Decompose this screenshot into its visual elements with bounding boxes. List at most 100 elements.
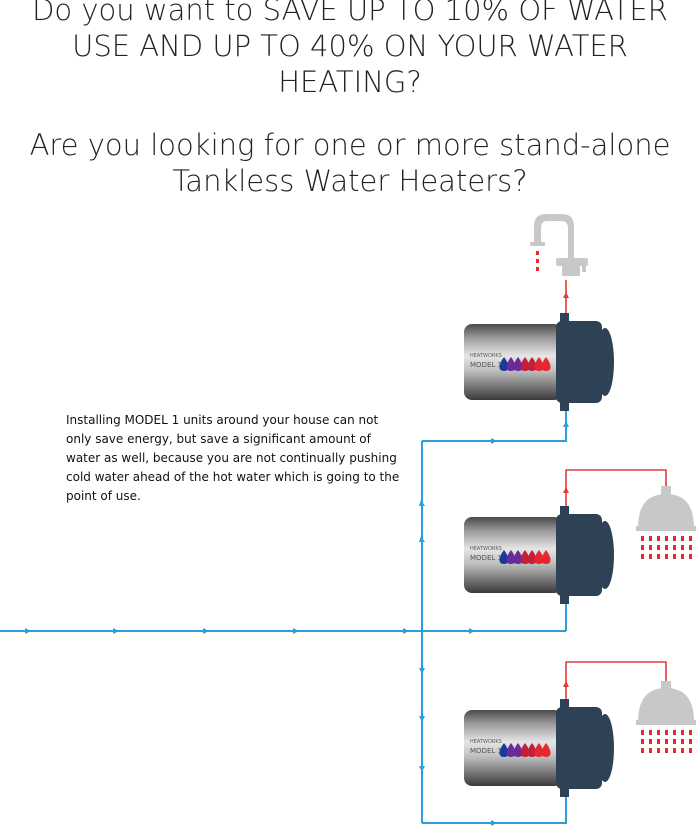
heat-drop	[499, 357, 509, 371]
flow-arrow	[203, 628, 209, 634]
flow-arrow	[563, 421, 569, 427]
water-drop	[641, 545, 644, 550]
flow-arrow	[113, 628, 119, 634]
headline-line-2: USE AND UP TO 40% ON YOUR WATER	[72, 29, 628, 63]
heat-drop	[506, 357, 516, 371]
water-drop	[689, 730, 692, 735]
flow-arrow	[563, 292, 569, 298]
water-drop	[673, 554, 676, 559]
water-drop	[649, 536, 652, 541]
water-drop	[665, 536, 668, 541]
shower-head-icon	[636, 486, 696, 531]
flow-arrow	[491, 438, 497, 444]
flow-arrow	[419, 766, 425, 772]
water-drop	[689, 545, 692, 550]
headline-line-3: HEATING?	[278, 65, 422, 99]
water-drop	[657, 536, 660, 541]
water-drop	[673, 748, 676, 753]
heat-drop	[534, 743, 544, 757]
cold-flow-arrows	[25, 421, 569, 826]
water-drop	[641, 536, 644, 541]
water-drop	[673, 545, 676, 550]
unit-brand-label: HEATWORKS	[470, 739, 502, 745]
heat-drop	[541, 357, 551, 371]
flow-arrow	[419, 500, 425, 506]
water-drop	[689, 748, 692, 753]
water-drop	[649, 545, 652, 550]
water-drop	[641, 748, 644, 753]
unit-model-label: MODEL 1	[470, 361, 502, 369]
heat-drop	[534, 357, 544, 371]
flow-arrow	[491, 820, 497, 826]
heat-drop	[506, 550, 516, 564]
flow-arrow	[419, 668, 425, 674]
unit-brand-label: HEATWORKS	[470, 546, 502, 552]
heat-drop	[513, 743, 523, 757]
heater-unit-3: HEATWORKS MODEL 1	[464, 699, 614, 797]
heat-drop	[520, 357, 530, 371]
unit-model-label: MODEL 1	[470, 747, 502, 755]
flow-arrow	[293, 628, 299, 634]
water-drop	[665, 748, 668, 753]
water-drop	[665, 739, 668, 744]
water-drop	[681, 536, 684, 541]
heat-drops-icon	[499, 357, 551, 371]
water-drop	[657, 730, 660, 735]
faucet-icon	[530, 214, 588, 276]
flow-arrow	[419, 716, 425, 722]
heat-drop	[534, 550, 544, 564]
water-drop	[657, 545, 660, 550]
heat-drop	[527, 550, 537, 564]
water-drop	[649, 739, 652, 744]
water-drop	[649, 554, 652, 559]
flow-arrow	[419, 536, 425, 542]
water-drop	[657, 554, 660, 559]
unit-brand-label: HEATWORKS	[470, 353, 502, 359]
cold-branch-top	[422, 400, 567, 442]
shower-water-drops	[641, 536, 692, 559]
water-drop	[649, 730, 652, 735]
water-drop	[657, 748, 660, 753]
water-drop	[641, 730, 644, 735]
water-drop	[689, 554, 692, 559]
flow-arrow	[25, 628, 31, 634]
unit-model-label: MODEL 1	[470, 554, 502, 562]
flow-arrow	[563, 681, 569, 687]
flow-arrow	[403, 628, 409, 634]
water-drop	[689, 739, 692, 744]
water-drop	[657, 739, 660, 744]
shower-head-icon	[636, 681, 696, 725]
flow-arrow	[563, 487, 569, 493]
heat-drop	[506, 743, 516, 757]
water-drop	[665, 545, 668, 550]
heat-drop	[513, 357, 523, 371]
shower-water-drops	[641, 730, 692, 753]
heat-drop	[541, 743, 551, 757]
water-drop	[681, 730, 684, 735]
water-drop	[681, 748, 684, 753]
water-drop	[665, 730, 668, 735]
cold-branch-bottom	[422, 794, 567, 824]
faucet-water-drops	[536, 251, 539, 271]
water-drop	[681, 554, 684, 559]
water-drop	[689, 536, 692, 541]
heat-drops-icon	[499, 550, 551, 564]
heat-drops-icon	[499, 743, 551, 757]
heat-drop	[527, 743, 537, 757]
hot-flow-arrows	[563, 292, 569, 687]
flow-arrow	[469, 628, 475, 634]
heat-drop	[520, 743, 530, 757]
water-drop	[673, 730, 676, 735]
heater-unit-2: HEATWORKS MODEL 1	[464, 506, 614, 604]
water-drop	[649, 748, 652, 753]
water-drop	[673, 536, 676, 541]
subheadline-line-2: Tankless Water Heaters?	[172, 164, 528, 198]
heat-drop	[541, 550, 551, 564]
water-drop	[673, 739, 676, 744]
water-drop	[641, 554, 644, 559]
headline-line-1: Do you want to SAVE UP TO 10% OF WATER	[32, 0, 668, 27]
heat-drop	[513, 550, 523, 564]
headline: Do you want to SAVE UP TO 10% OF WATER U…	[0, 0, 700, 100]
subheadline-line-1: Are you looking for one or more stand-al…	[29, 128, 671, 162]
